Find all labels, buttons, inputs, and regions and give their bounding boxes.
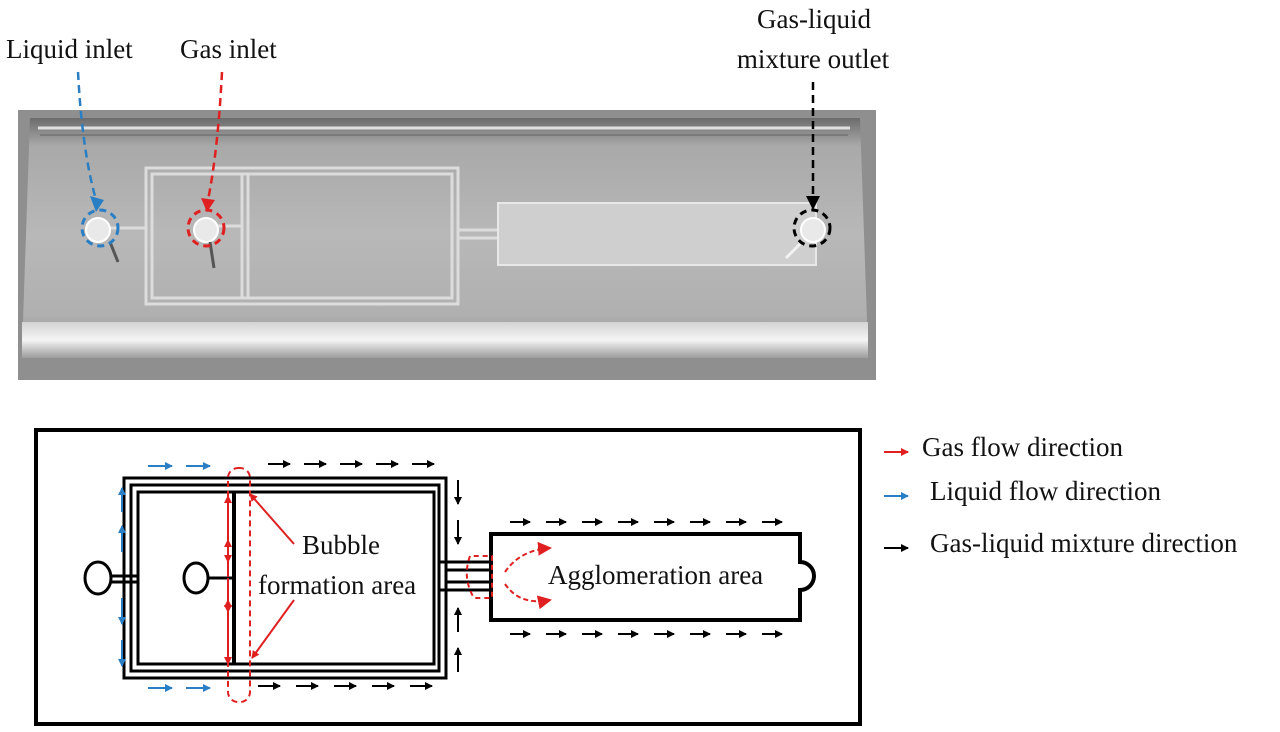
liquid-inlet-label: Liquid inlet: [6, 34, 133, 64]
glass-slab: [22, 118, 868, 350]
gas-curve-arrow-top: [504, 541, 552, 573]
device-photo: [18, 71, 876, 380]
connection-channel: [439, 560, 491, 592]
gas-inlet-port: [193, 217, 219, 243]
agglomeration-chamber: [489, 532, 816, 622]
gas-inlet-label: Gas inlet: [180, 34, 277, 64]
outlet-label-line2: mixture outlet: [736, 44, 890, 74]
bubble-label-line2: formation area: [258, 570, 417, 600]
legend-mixture-label: Gas-liquid mixture direction: [930, 528, 1238, 558]
bubble-pointer-bottom: [251, 599, 295, 659]
liquid-inlet-port: [85, 217, 111, 243]
liquid-inlet-highlight: [80, 208, 120, 248]
liquid-inlet-pointer: [76, 71, 98, 201]
gas-curve-arrow-bottom: [504, 583, 552, 610]
outlet-label-line1: Gas-liquid: [757, 4, 871, 34]
legend-gas-label: Gas flow direction: [922, 432, 1123, 462]
gas-inlet-schematic: [182, 561, 234, 595]
legend-liquid-label: Liquid flow direction: [930, 476, 1161, 506]
liquid-inlet-schematic: [83, 560, 138, 596]
etched-channels: [108, 166, 500, 306]
mixture-arrows: [258, 460, 783, 690]
outlet-port: [800, 217, 826, 243]
liquid-arrows: [118, 462, 211, 692]
gas-inlet-pointer: [206, 71, 224, 201]
gas-inlet-highlight: [186, 208, 226, 248]
bubble-label-line1: Bubble: [302, 530, 380, 560]
glass-bottom-edge: [22, 322, 868, 358]
outlet-highlight: [792, 208, 832, 248]
agglomeration-label: Agglomeration area: [548, 560, 764, 590]
bubble-pointer-top: [249, 493, 295, 545]
junction-dashed: [465, 555, 493, 599]
